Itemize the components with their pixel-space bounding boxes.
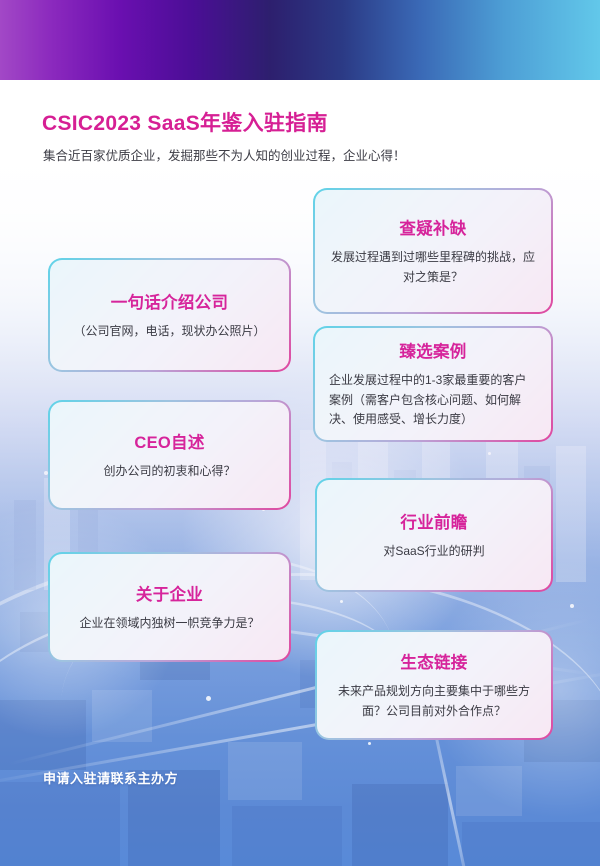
card-inner: 行业前瞻 对SaaS行业的研判 — [317, 480, 551, 590]
card-cha-yi-bu-que[interactable]: 查疑补缺 发展过程遇到过哪些里程碑的挑战，应对之策是？ — [313, 188, 553, 314]
card-zhen-xuan-an-li[interactable]: 臻选案例 企业发展过程中的1-3家最重要的客户案例（需客户包含核心问题、如何解决… — [313, 326, 553, 442]
card-sheng-tai-lian-jie[interactable]: 生态链接 未来产品规划方向主要集中于哪些方面？公司目前对外合作点？ — [315, 630, 553, 740]
card-body: 企业在领域内独树一帜竞争力是？ — [79, 615, 260, 630]
page-subtitle: 集合近百家优质企业，发掘那些不为人知的创业过程，企业心得！ — [43, 149, 406, 163]
card-inner: 关于企业 企业在领域内独树一帜竞争力是？ — [50, 554, 289, 660]
header-bar — [0, 0, 600, 80]
card-body: 发展过程遇到过哪些里程碑的挑战，应对之策是？ — [331, 249, 536, 284]
card-title: 关于企业 — [135, 585, 204, 604]
card-body: （公司官网，电话，现状办公照片） — [73, 323, 266, 338]
card-yi-ju-hua-jie-shao-gong-si[interactable]: 一句话介绍公司 （公司官网，电话，现状办公照片） — [48, 258, 291, 372]
card-inner: 一句话介绍公司 （公司官网，电话，现状办公照片） — [50, 260, 289, 370]
card-title: 行业前瞻 — [400, 513, 468, 532]
card-body: 企业发展过程中的1-3家最重要的客户案例（需客户包含核心问题、如何解决、使用感受… — [329, 372, 527, 427]
card-inner: 生态链接 未来产品规划方向主要集中于哪些方面？公司目前对外合作点？ — [317, 632, 551, 738]
card-ceo-zi-shu[interactable]: CEO自述 创办公司的初衷和心得？ — [48, 400, 291, 510]
card-title: 臻选案例 — [399, 342, 467, 361]
footer-contact-note: 申请入驻请联系主办方 — [43, 771, 179, 786]
card-title: 查疑补缺 — [399, 219, 467, 238]
card-guan-yu-qi-ye[interactable]: 关于企业 企业在领域内独树一帜竞争力是？ — [48, 552, 291, 662]
card-hang-ye-qian-zhan[interactable]: 行业前瞻 对SaaS行业的研判 — [315, 478, 553, 592]
card-title: 一句话介绍公司 — [110, 293, 229, 312]
card-inner: 臻选案例 企业发展过程中的1-3家最重要的客户案例（需客户包含核心问题、如何解决… — [315, 328, 551, 440]
page-title: CSIC2023 SaaS年鉴入驻指南 — [42, 112, 328, 135]
card-inner: CEO自述 创办公司的初衷和心得？ — [50, 402, 289, 508]
card-title: 生态链接 — [400, 653, 468, 672]
card-title: CEO自述 — [134, 433, 205, 452]
card-body: 创办公司的初衷和心得？ — [103, 463, 236, 478]
card-inner: 查疑补缺 发展过程遇到过哪些里程碑的挑战，应对之策是？ — [315, 190, 551, 312]
card-body: 对SaaS行业的研判 — [383, 543, 485, 558]
card-body: 未来产品规划方向主要集中于哪些方面？公司目前对外合作点？ — [337, 683, 530, 718]
